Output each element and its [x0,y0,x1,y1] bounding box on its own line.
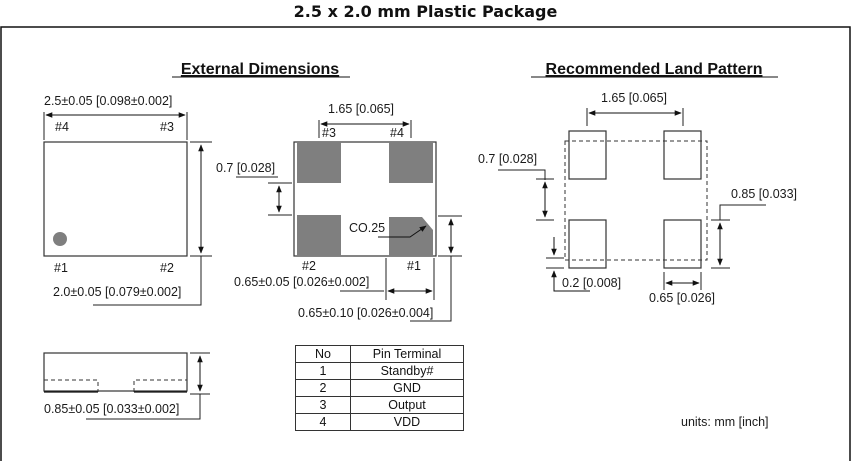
land-pad [568,130,607,180]
pad-4 [389,142,433,183]
chamfer-leader [378,225,427,238]
pad-label-1: #1 [407,259,421,273]
page-title: 2.5 x 2.0 mm Plastic Package [293,2,558,21]
pin-label-2: #2 [160,261,174,275]
table-row: 3 Output [295,396,464,414]
pin-label-1: #1 [54,261,68,275]
land-overlap-label: 0.2 [0.008] [562,276,621,290]
pad-label-3: #3 [322,126,336,140]
frame-border [0,26,851,461]
pad-label-4: #4 [390,126,404,140]
header-no: No [295,345,351,363]
pin-no: 1 [295,362,351,380]
pin-terminal: Output [350,396,464,414]
pad-gap-label: 0.7 [0.028] [216,161,275,175]
pad-pitch-label: 1.65 [0.065] [328,102,394,116]
table-header-row: No Pin Terminal [295,345,464,363]
pad-width-label: 0.65±0.05 [0.026±0.002] [234,275,369,289]
table-row: 1 Standby# [295,362,464,380]
pin-terminal: VDD [350,413,464,431]
land-gap-label: 0.7 [0.028] [478,152,537,166]
header-pin-terminal: Pin Terminal [350,345,464,363]
pin-label-3: #3 [160,120,174,134]
width-dimension-label: 2.5±0.05 [0.098±0.002] [44,94,172,108]
height-dimension-label: 2.0±0.05 [0.079±0.002] [53,285,181,299]
table-row: 2 GND [295,379,464,397]
table-row: 4 VDD [295,413,464,431]
pin-no: 3 [295,396,351,414]
pin-terminal: GND [350,379,464,397]
land-pad [568,219,607,269]
land-pattern-heading: Recommended Land Pattern [546,61,763,78]
pin-label-4: #4 [55,120,69,134]
pin1-marker-dot [53,232,67,246]
pad-3 [297,142,341,183]
pad-2 [297,215,341,256]
units-label: units: mm [inch] [681,415,769,429]
land-pitch-label: 1.65 [0.065] [601,91,667,105]
pin-terminal-table: No Pin Terminal 1 Standby# 2 GND 3 Outpu… [295,345,464,431]
pin-no: 4 [295,413,351,431]
pad-height-label: 0.65±0.10 [0.026±0.004] [298,306,433,320]
package-side-view [43,352,188,392]
land-pad [663,130,702,180]
chamfer-label: CO.25 [349,221,385,235]
package-top-view [43,141,188,257]
land-pad-width-label: 0.65 [0.026] [649,291,715,305]
land-overlap-arrow [551,270,590,292]
pin-terminal: Standby# [350,362,464,380]
external-dimensions-heading: External Dimensions [181,61,339,78]
land-pad [663,219,702,269]
pad-label-2: #2 [302,259,316,273]
pin-no: 2 [295,379,351,397]
land-pad-height-label: 0.85 [0.033] [731,187,797,201]
thickness-label: 0.85±0.05 [0.033±0.002] [44,402,179,416]
